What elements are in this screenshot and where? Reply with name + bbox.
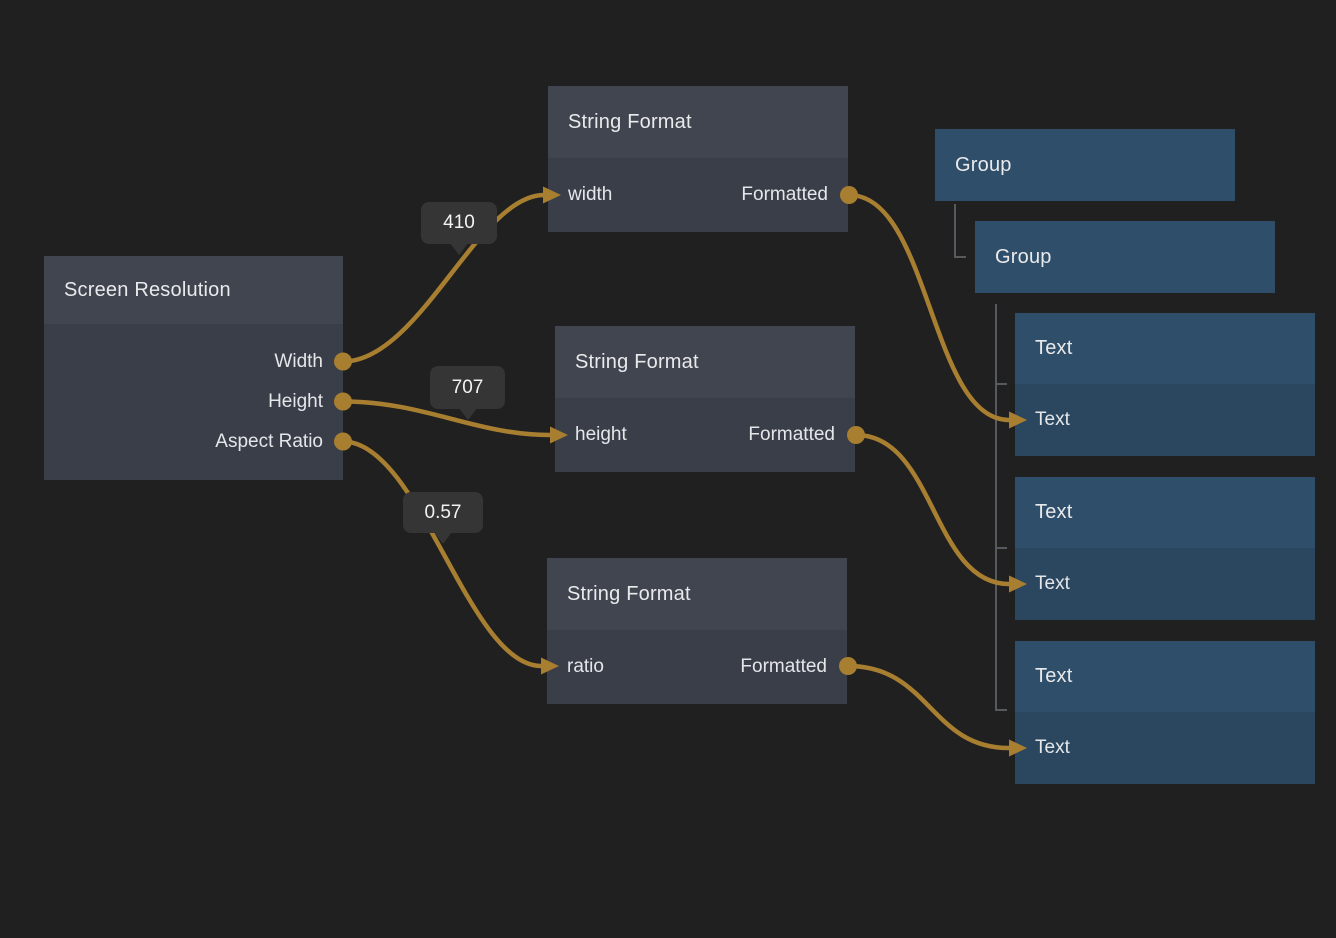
node-body: Text (1015, 384, 1315, 456)
node-title-bar: Text (1015, 313, 1315, 384)
input-label-text: Text (1035, 409, 1070, 430)
wire-formatted-to-text-height[interactable] (855, 432, 1010, 587)
badge-value: 0.57 (424, 501, 462, 523)
port-row: Text (1015, 712, 1315, 784)
node-group-outer[interactable]: Group (935, 129, 1235, 201)
port-label-width: Width (274, 351, 323, 372)
node-string-format-ratio[interactable]: String Format ratio Formatted (547, 558, 847, 704)
node-text-width[interactable]: Text Text (1015, 313, 1315, 456)
node-body: height Formatted (555, 398, 855, 472)
wire-aspect-ratio-to-string-format[interactable] (342, 439, 542, 669)
port-label-aspect-ratio: Aspect Ratio (215, 431, 323, 452)
node-title: Text (1035, 665, 1073, 687)
badge-value: 707 (451, 376, 484, 398)
node-group-inner[interactable]: Group (975, 221, 1275, 293)
badge-value: 410 (443, 212, 475, 233)
node-body: Text (1015, 548, 1315, 620)
port-row: ratio Formatted (547, 630, 847, 704)
port-row: height Formatted (555, 398, 855, 472)
badge-pointer (450, 243, 468, 255)
tree-line-group-outer-to-group-inner (954, 204, 966, 258)
output-row-aspect-ratio: Aspect Ratio (44, 422, 343, 462)
input-label-ratio: ratio (567, 656, 604, 677)
output-label-formatted: Formatted (741, 184, 828, 205)
node-string-format-width[interactable]: String Format width Formatted (548, 86, 848, 232)
node-text-ratio[interactable]: Text Text (1015, 641, 1315, 784)
port-row: Text (1015, 384, 1315, 456)
node-body: ratio Formatted (547, 630, 847, 704)
node-string-format-height[interactable]: String Format height Formatted (555, 326, 855, 472)
port-row: width Formatted (548, 158, 848, 232)
node-body: width Formatted (548, 158, 848, 232)
wire-value-badge-width: 410 (421, 202, 497, 255)
node-title: Text (1035, 337, 1073, 359)
badge-pointer (458, 408, 477, 420)
wire-value-badge-ratio: 0.57 (403, 492, 483, 544)
node-title: String Format (575, 350, 699, 373)
node-title-bar: Screen Resolution (44, 256, 343, 324)
node-title-bar: Group (975, 221, 1275, 293)
input-label-height: height (575, 424, 627, 445)
wire-formatted-to-text-ratio[interactable] (847, 663, 1010, 751)
node-title-bar: String Format (555, 326, 855, 398)
output-label-formatted: Formatted (740, 656, 827, 677)
output-label-formatted: Formatted (748, 424, 835, 445)
port-row: Text (1015, 548, 1315, 620)
node-title: Text (1035, 501, 1073, 523)
node-title-bar: String Format (547, 558, 847, 630)
output-row-width: Width (44, 342, 343, 382)
input-label-text: Text (1035, 573, 1070, 594)
node-text-height[interactable]: Text Text (1015, 477, 1315, 620)
badge-pointer (434, 532, 452, 544)
input-label-text: Text (1035, 737, 1070, 758)
node-title: Screen Resolution (64, 278, 231, 301)
node-title: Group (955, 153, 1012, 176)
output-row-height: Height (44, 382, 343, 422)
tree-line-group-inner-trunk (995, 304, 1007, 711)
node-title-bar: Text (1015, 641, 1315, 712)
port-label-height: Height (268, 391, 323, 412)
input-label-width: width (568, 184, 613, 205)
node-title: String Format (568, 110, 692, 133)
node-title-bar: String Format (548, 86, 848, 158)
node-title-bar: Group (935, 129, 1235, 201)
node-title: Group (995, 245, 1052, 268)
node-title-bar: Text (1015, 477, 1315, 548)
node-title: String Format (567, 582, 691, 605)
node-screen-resolution[interactable]: Screen Resolution Width Height Aspect Ra… (44, 256, 343, 480)
wire-value-badge-height: 707 (430, 366, 505, 420)
node-body: Width Height Aspect Ratio (44, 324, 343, 480)
node-body: Text (1015, 712, 1315, 784)
